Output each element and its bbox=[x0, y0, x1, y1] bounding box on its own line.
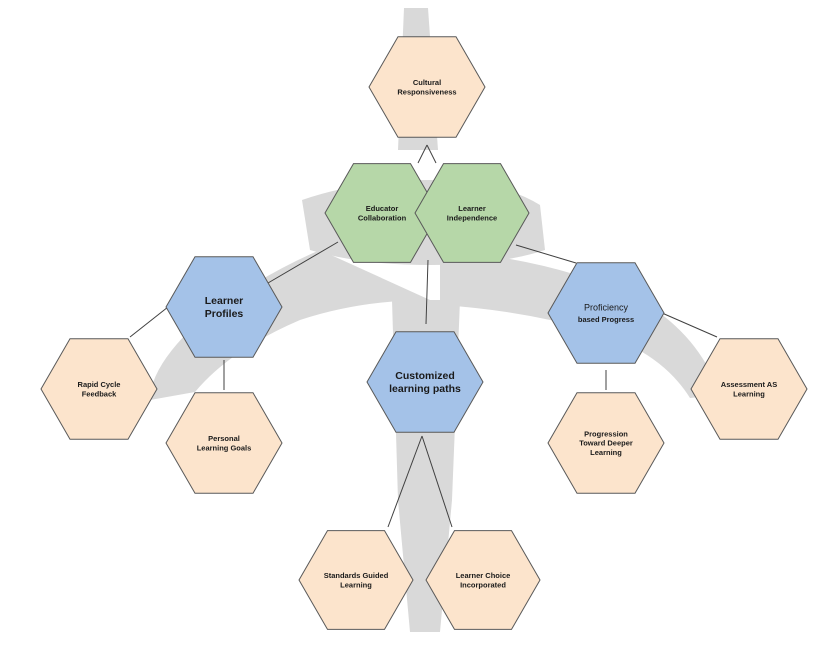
node-layer: CulturalResponsivenessLearnerProfilesCus… bbox=[40, 36, 808, 630]
node-label-profiles-line-1: Learner bbox=[205, 295, 244, 307]
hexagon-rapid bbox=[40, 338, 158, 440]
node-label-choice-line-2: Incorporated bbox=[460, 580, 506, 589]
node-label-rapid-line-2: Feedback bbox=[82, 389, 117, 398]
node-label-assessment-line-1: Assessment AS bbox=[721, 380, 777, 389]
node-label-personal-line-2: Learning Goals bbox=[197, 443, 252, 452]
node-label-progression-line-2: Toward Deeper bbox=[579, 439, 633, 448]
node-label-progression-line-3: Learning bbox=[590, 448, 622, 457]
node-label-proficiency-line-1: Proficiency bbox=[584, 303, 629, 313]
hexagon-profiles bbox=[165, 256, 283, 358]
node-label-rapid-line-1: Rapid Cycle bbox=[78, 380, 121, 389]
connector-independence-to-customized bbox=[425, 259, 429, 325]
node-label-personal-line-1: Personal bbox=[208, 434, 240, 443]
node-label-customized-line-1: Customized bbox=[395, 370, 455, 382]
connector-customized-to-standards bbox=[387, 435, 423, 528]
node-proficiency: Proficiency based Progress bbox=[547, 262, 665, 364]
node-label-assessment-line-2: Learning bbox=[733, 389, 765, 398]
connector-layer bbox=[129, 144, 718, 528]
node-label-cultural-line-2: Responsiveness bbox=[397, 87, 456, 96]
node-label-standards-line-1: Standards Guided bbox=[324, 571, 389, 580]
node-label-educator-line-1: Educator bbox=[366, 204, 399, 213]
hexagon-customized bbox=[366, 331, 484, 433]
hexagon-cultural bbox=[368, 36, 486, 138]
node-label-progression-line-1: Progression bbox=[584, 429, 628, 438]
hexagon-progression bbox=[547, 392, 665, 494]
hexagon-personal bbox=[165, 392, 283, 494]
hexagon-independence bbox=[414, 163, 530, 263]
node-label-educator-line-2: Collaboration bbox=[358, 213, 407, 222]
connector-proficiency-to-assessment bbox=[661, 312, 718, 338]
connector-cultural-to-educator bbox=[417, 144, 428, 164]
connector-customized-to-choice bbox=[421, 435, 453, 528]
node-label-cultural-line-1: Cultural bbox=[413, 78, 441, 87]
hexagon-choice bbox=[425, 530, 541, 630]
node-label-choice-line-1: Learner Choice bbox=[456, 571, 511, 580]
connector-profiles-to-rapid bbox=[129, 306, 169, 338]
connector-cultural-to-independence bbox=[426, 144, 437, 164]
node-label-customized-line-2: learning paths bbox=[389, 383, 461, 395]
node-label-profiles-line-2: Profiles bbox=[205, 308, 244, 320]
hexagon-standards bbox=[298, 530, 414, 630]
node-label-independence-line-2: Independence bbox=[447, 213, 497, 222]
connector-educator-to-profiles bbox=[267, 241, 339, 284]
connector-independence-to-proficiency bbox=[515, 244, 577, 264]
background-arrow-left bbox=[150, 250, 430, 400]
hexagon-proficiency bbox=[547, 262, 665, 364]
node-label-standards-line-2: Learning bbox=[340, 580, 372, 589]
node-label-independence-line-1: Learner bbox=[458, 204, 486, 213]
hexagon-assessment bbox=[690, 338, 808, 440]
node-label-proficiency-line-2: based Progress bbox=[578, 315, 634, 324]
